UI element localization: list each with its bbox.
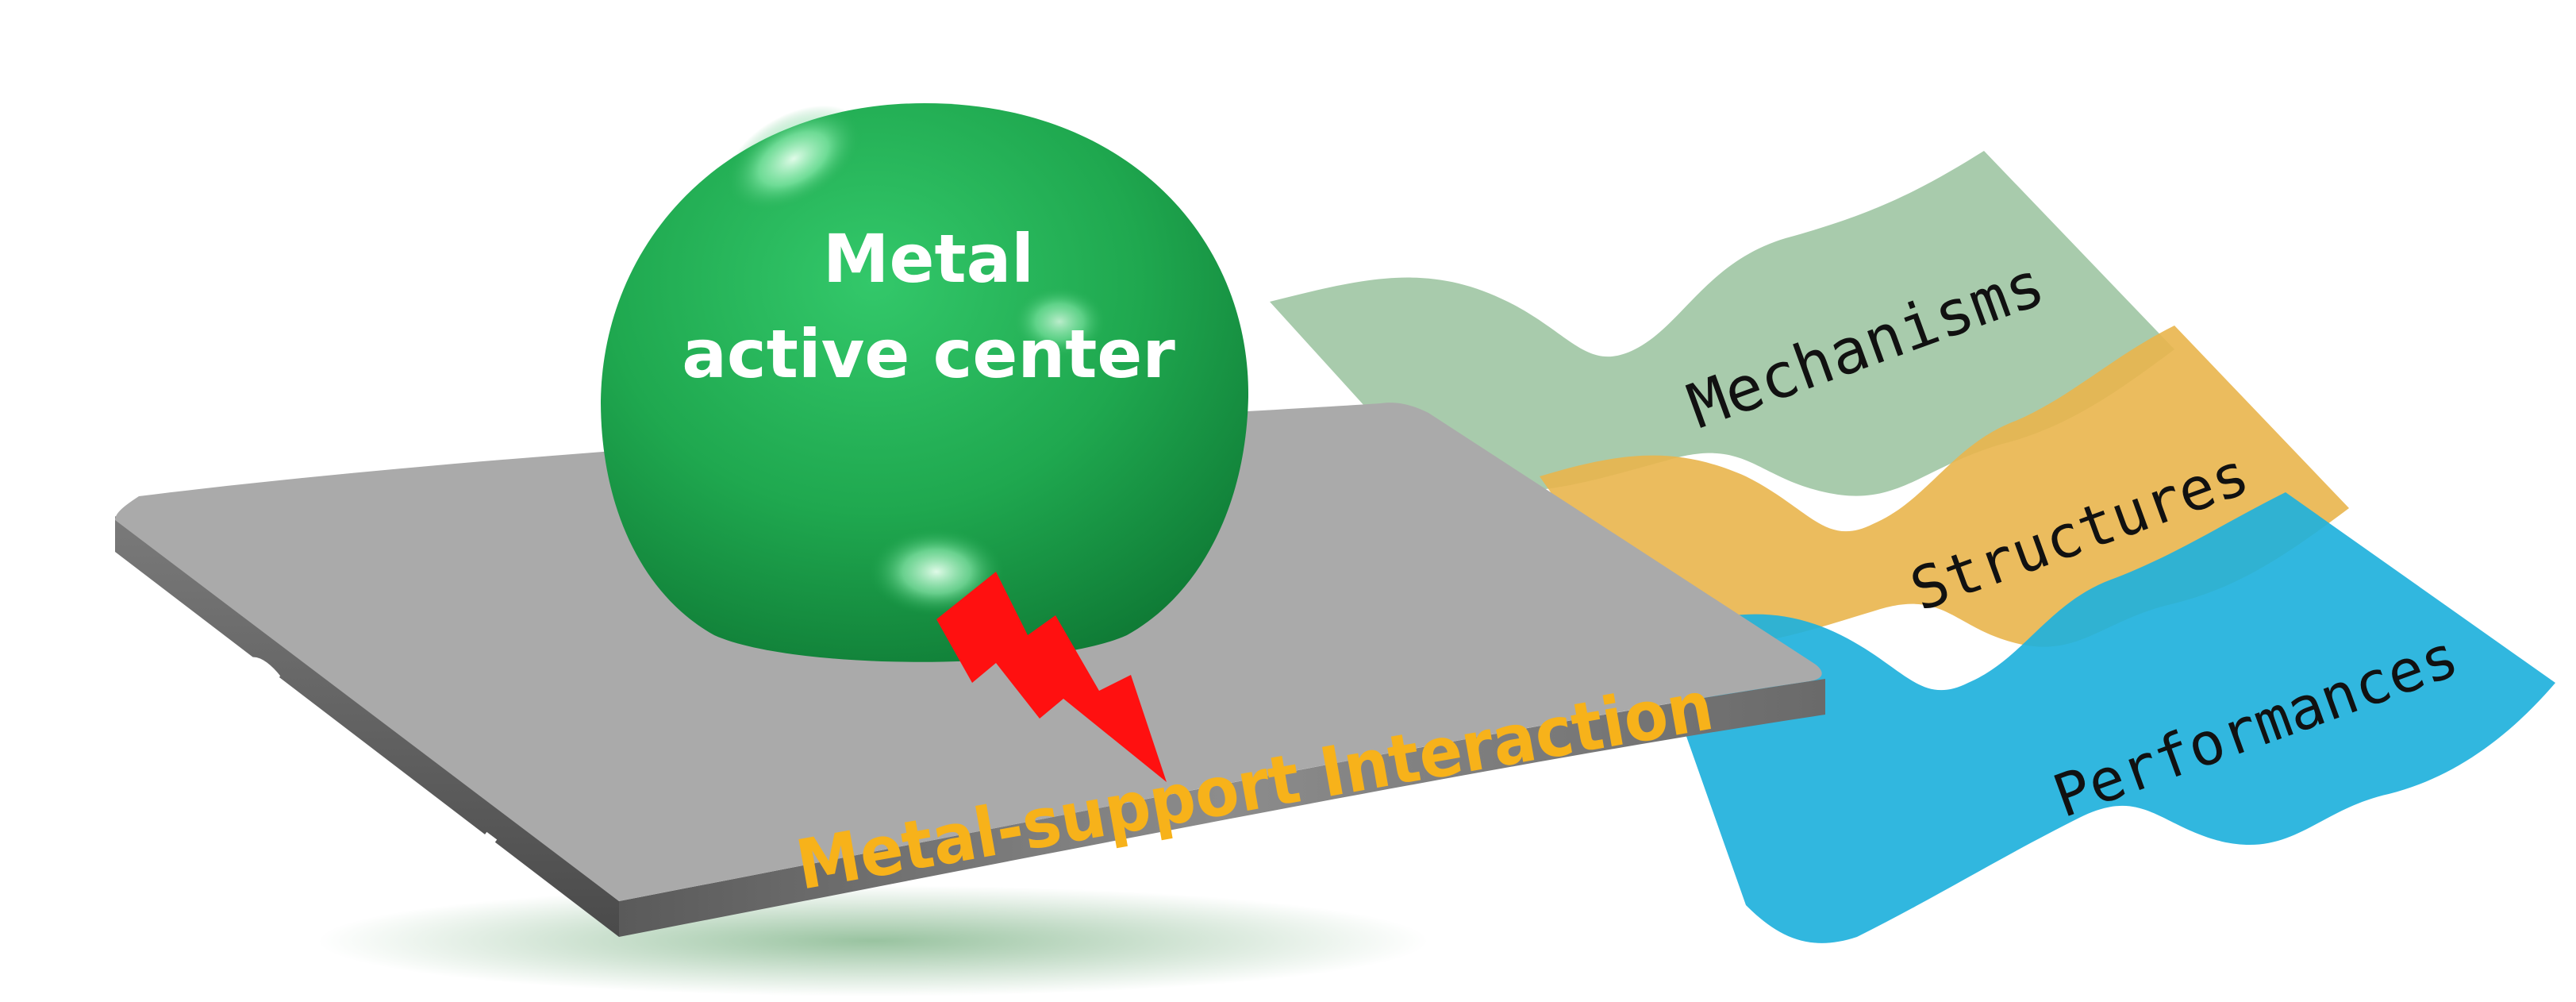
support-side-face: [115, 516, 619, 937]
support-front-face: [619, 679, 1825, 937]
ribbon-performances: [1651, 492, 2555, 943]
metal-sphere: Metal active center: [601, 103, 1249, 662]
plate-shadow: [317, 885, 1428, 996]
sphere-body: [601, 103, 1249, 662]
ribbon-mechanisms: [1270, 151, 2174, 496]
sphere-highlight: [725, 105, 863, 213]
lightning-bolt-icon: [936, 572, 1167, 782]
sphere-label-line2: active center: [682, 315, 1175, 393]
sphere-highlight: [1012, 286, 1107, 357]
sphere-label-line1: Metal: [823, 220, 1034, 298]
